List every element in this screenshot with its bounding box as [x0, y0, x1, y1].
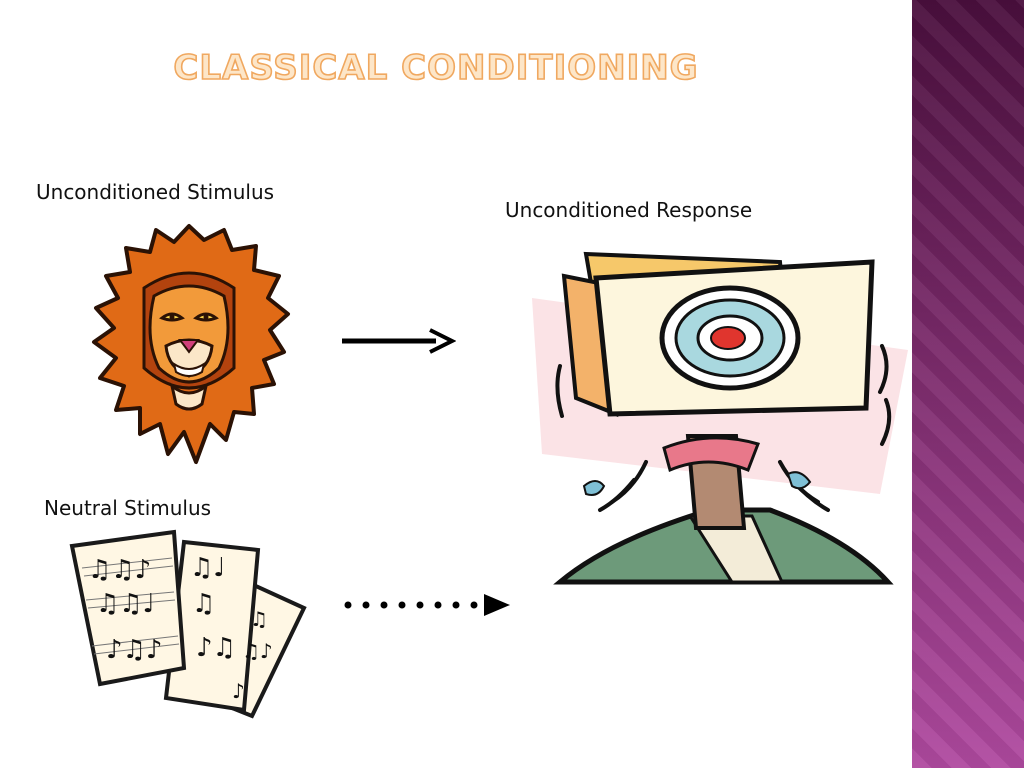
svg-text:♪♫♪: ♪♫♪: [106, 635, 163, 665]
dotted-arrow: [342, 590, 517, 620]
svg-text:♪: ♪: [232, 679, 245, 703]
decorative-side-band: [912, 0, 1024, 768]
unconditioned-response-label: Unconditioned Response: [505, 198, 752, 222]
unconditioned-stimulus-label: Unconditioned Stimulus: [36, 180, 274, 204]
svg-text:♫♫♩: ♫♫♩: [96, 589, 155, 619]
svg-text:♫: ♫: [192, 589, 215, 619]
svg-text:♫♫♪: ♫♫♪: [88, 555, 151, 585]
svg-text:♪♫: ♪♫: [196, 633, 236, 663]
slide-title: Classical Conditioning: [0, 48, 912, 88]
solid-arrow: [340, 326, 456, 356]
slide-title-text: Classical Conditioning: [173, 48, 698, 88]
lion-image: [84, 218, 294, 468]
svg-text:♫♪: ♫♪: [242, 639, 273, 663]
sheet-music-image: ♫♫♪ ♫♫♩ ♪♫♪ ♫♩ ♫ ♪♫ ♫ ♫♪ ♪: [66, 528, 316, 723]
neutral-stimulus-label: Neutral Stimulus: [44, 496, 211, 520]
target-person-image: [520, 248, 915, 596]
svg-text:♫♩: ♫♩: [190, 553, 226, 583]
svg-text:♫: ♫: [250, 607, 268, 631]
slide: Classical Conditioning Unconditioned Sti…: [0, 0, 912, 768]
